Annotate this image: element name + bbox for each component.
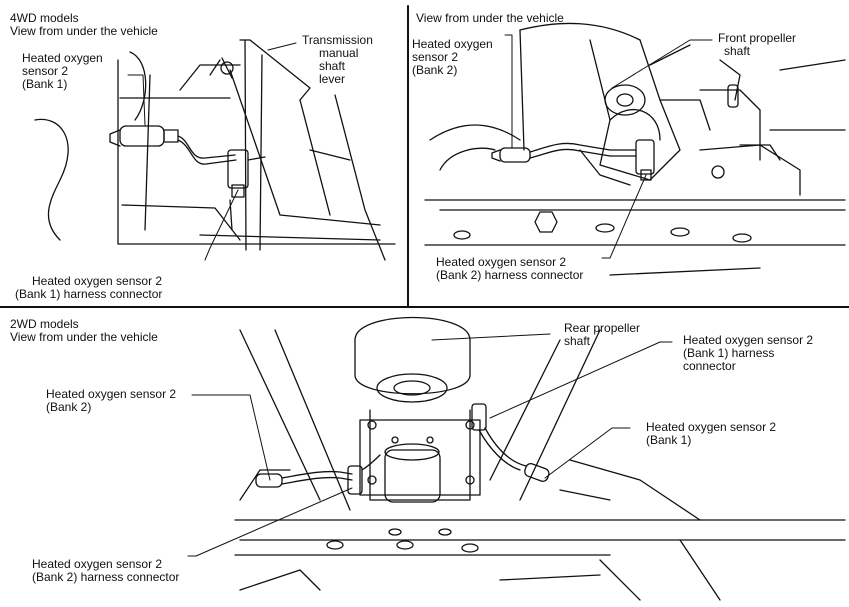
tl-heading-line-2: View from under the vehicle <box>10 24 158 38</box>
tr-shaft-line-1: Front propeller <box>718 31 797 45</box>
b-heading-line-1: 2WD models <box>10 317 79 331</box>
b-bank1-connector-label: Heated oxygen sensor 2 (Bank 1) harness … <box>683 334 813 373</box>
tr-sensor-line-2: sensor 2 <box>412 50 459 64</box>
b-rear-shaft-label: Rear propeller shaft <box>564 322 640 348</box>
tr-sensor-line-1: Heated oxygen <box>412 37 493 51</box>
tr-connector-line-1: Heated oxygen sensor 2 <box>436 255 567 269</box>
top-left-illustration <box>34 39 396 261</box>
b-bank1-connector-line-3: connector <box>683 359 736 373</box>
tr-heading-line-1: View from under the vehicle <box>416 11 564 25</box>
tl-sensor-label: Heated oxygen sensor 2 (Bank 1) <box>22 52 103 91</box>
b-rear-shaft-line-1: Rear propeller <box>564 321 641 335</box>
tl-lever-line-3: shaft <box>319 59 346 73</box>
b-bank2-sensor-line-1: Heated oxygen sensor 2 <box>46 387 177 401</box>
tl-lever-line-2: manual <box>319 46 359 60</box>
b-bank2-connector-label: Heated oxygen sensor 2 (Bank 2) harness … <box>32 558 179 584</box>
tr-connector-line-2: (Bank 2) harness connector <box>436 268 584 282</box>
b-bank2-connector-line-2: (Bank 2) harness connector <box>32 570 180 584</box>
top-right-illustration <box>424 22 846 276</box>
tr-sensor-label: Heated oxygen sensor 2 (Bank 2) <box>412 38 493 77</box>
b-bank2-sensor-label: Heated oxygen sensor 2 (Bank 2) <box>46 388 176 414</box>
leader-lines <box>127 34 713 557</box>
panel-dividers <box>0 5 849 308</box>
b-bank1-connector-line-2: (Bank 1) harness <box>683 346 775 360</box>
b-bank1-connector-line-1: Heated oxygen sensor 2 <box>683 333 814 347</box>
tl-lever-label: Transmission manual shaft lever <box>302 34 373 86</box>
b-bank1-sensor-label: Heated oxygen sensor 2 (Bank 1) <box>646 421 776 447</box>
b-bank2-connector-line-1: Heated oxygen sensor 2 <box>32 557 163 571</box>
tr-sensor-line-3: (Bank 2) <box>412 63 458 77</box>
tl-lever-line-4: lever <box>319 72 346 86</box>
tl-lever-line-1: Transmission <box>302 33 373 47</box>
tl-sensor-line-1: Heated oxygen <box>22 51 103 65</box>
b-rear-shaft-line-2: shaft <box>564 334 591 348</box>
b-heading: 2WD models View from under the vehicle <box>10 318 158 344</box>
b-heading-line-2: View from under the vehicle <box>10 330 158 344</box>
tl-connector-label: Heated oxygen sensor 2 (Bank 1) harness … <box>15 274 163 301</box>
tr-shaft-line-2: shaft <box>724 44 751 58</box>
b-bank2-sensor-line-2: (Bank 2) <box>46 400 92 414</box>
tl-connector-line-1: Heated oxygen sensor 2 <box>32 274 163 288</box>
bottom-illustration <box>234 316 846 601</box>
tr-connector-label: Heated oxygen sensor 2 (Bank 2) harness … <box>436 256 583 282</box>
tr-heading: View from under the vehicle <box>416 12 564 25</box>
tl-heading: 4WD models View from under the vehicle <box>10 12 158 38</box>
tl-sensor-line-3: (Bank 1) <box>22 77 68 91</box>
b-bank1-sensor-line-1: Heated oxygen sensor 2 <box>646 420 777 434</box>
b-bank1-sensor-line-2: (Bank 1) <box>646 433 692 447</box>
tl-heading-line-1: 4WD models <box>10 11 79 25</box>
tr-shaft-label: Front propeller shaft <box>718 32 796 58</box>
tl-connector-line-2: (Bank 1) harness connector <box>15 287 163 301</box>
tl-sensor-line-2: sensor 2 <box>22 64 69 78</box>
